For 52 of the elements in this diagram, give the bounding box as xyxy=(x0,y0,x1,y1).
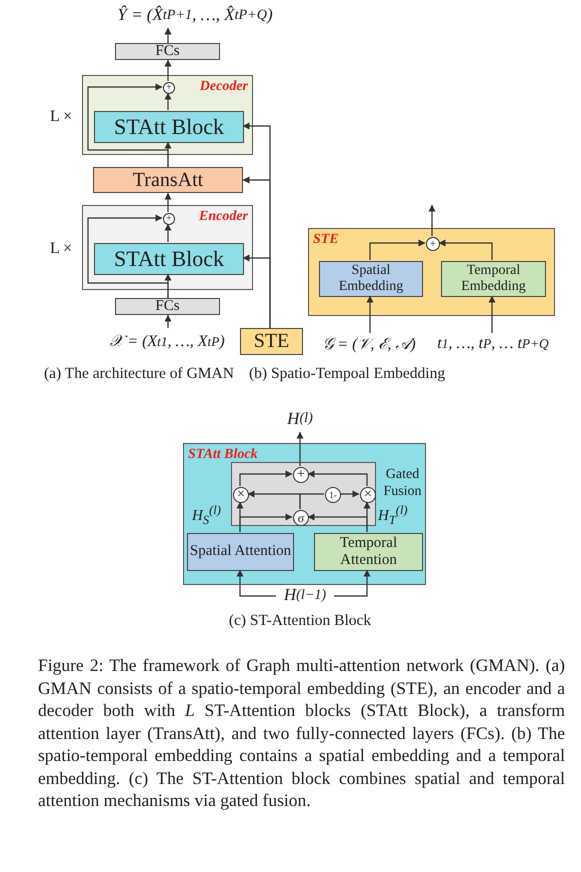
figure-caption: Figure 2: The framework of Graph multi-attention network (GMAN). (a) GMAN consists of a spatio-temporal embedding (STE), an encoder and a decoder both with L ST-Attention blocks (STAtt Block), a transform attention layer (TransAtt), and two fully-connected layers (FCs). (b) The spatio-temporal embedding contains a spatial embedding and a temporal embedding. (c) The ST-Attention block combines spatial and temporal attention mechanisms via gated fusion. xyxy=(38,654,565,812)
arrow xyxy=(308,514,368,532)
module-panel xyxy=(82,75,253,155)
process-block: Temporal Embedding xyxy=(441,261,546,297)
arrow xyxy=(87,214,169,298)
module-panel xyxy=(308,228,555,316)
arrow xyxy=(164,60,172,81)
arrow xyxy=(366,296,374,333)
arrow xyxy=(164,92,172,110)
group-title: STAtt Block xyxy=(188,447,258,463)
group-title: STE xyxy=(313,232,339,248)
process-block: STE xyxy=(240,328,303,355)
arrow xyxy=(239,514,292,532)
process-block: FCs xyxy=(115,43,220,60)
arrow xyxy=(296,432,304,466)
arrow xyxy=(438,240,493,260)
process-block: TransAtt xyxy=(93,167,243,193)
subfigure-caption: (c) ST-Attention Block xyxy=(228,612,372,630)
arrow xyxy=(87,84,169,167)
operator-circle: + xyxy=(163,82,175,94)
module-title: Gated Fusion xyxy=(382,467,423,501)
arrow xyxy=(236,570,276,597)
process-block: Spatial Embedding xyxy=(319,261,423,297)
arrow xyxy=(334,570,370,597)
operator-circle: + xyxy=(163,213,175,225)
module-panel xyxy=(183,443,426,585)
process-block: FCs xyxy=(115,298,220,315)
arrow xyxy=(340,490,360,498)
operator-circle: + xyxy=(426,237,440,251)
repeat-label: L × xyxy=(50,108,72,126)
arrow xyxy=(242,254,271,328)
subfigure-caption: (a) The architecture of GMAN xyxy=(44,365,234,383)
arrow xyxy=(299,493,324,509)
arrow xyxy=(428,204,436,236)
arrow xyxy=(164,314,172,328)
subfigure-caption: (b) Spatio-Tempoal Embedding xyxy=(249,365,446,383)
module-panel xyxy=(82,205,253,290)
process-block: STAtt Block xyxy=(94,111,244,143)
arrow xyxy=(164,28,172,43)
group-title: Encoder xyxy=(199,209,248,225)
process-block: Temporal Attention xyxy=(314,533,423,571)
arrow xyxy=(164,224,172,242)
repeat-label: L × xyxy=(50,240,72,258)
arrow xyxy=(164,192,172,212)
group-title: Decoder xyxy=(200,79,248,95)
math-expression: 𝒢 = (𝒱, ℰ, 𝒜) xyxy=(310,333,428,355)
process-block: STAtt Block xyxy=(94,243,244,275)
arrow xyxy=(369,240,426,260)
arrow xyxy=(239,470,292,486)
arrow xyxy=(308,470,368,486)
arrow xyxy=(488,296,496,333)
process-block: Spatial Attention xyxy=(187,533,294,571)
